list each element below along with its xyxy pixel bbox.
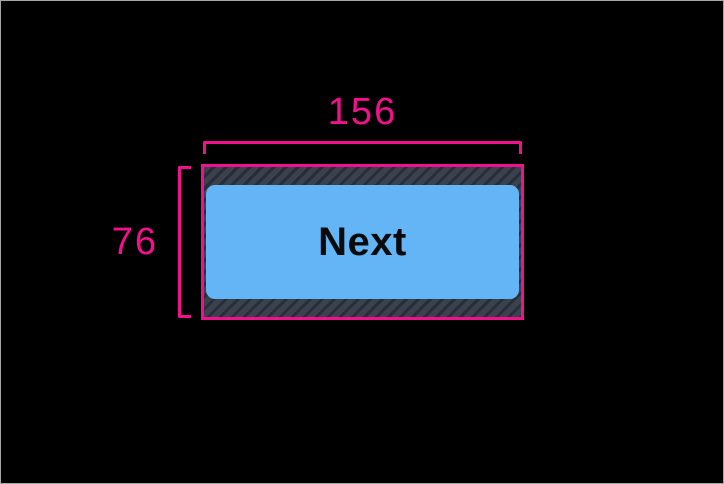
width-measurement-label: 156 <box>327 91 398 133</box>
widget-bounds-highlight: Next <box>201 164 524 320</box>
height-measurement-bracket <box>178 166 191 318</box>
height-measurement-label: 76 <box>111 221 158 263</box>
width-measurement-bracket <box>203 141 522 154</box>
next-button[interactable]: Next <box>206 185 519 299</box>
